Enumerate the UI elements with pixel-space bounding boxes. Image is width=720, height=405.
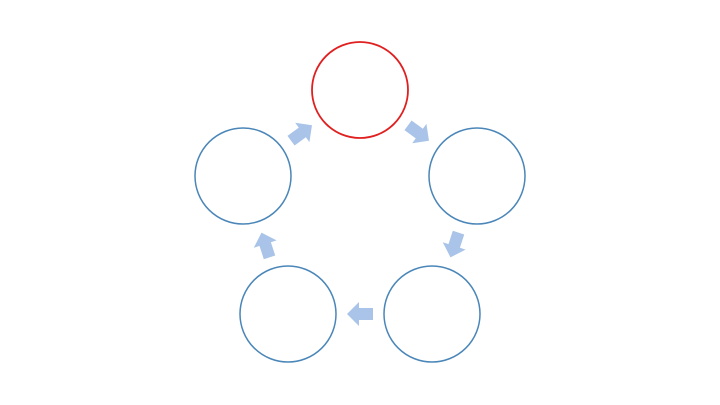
arrow-icon: [347, 302, 373, 326]
cycle-node: [239, 265, 337, 363]
arrow-icon: [404, 120, 429, 144]
arrow-icon: [442, 230, 466, 258]
highlighted-node-circle: [311, 41, 409, 139]
cycle-node: [311, 41, 409, 139]
cycle-node: [194, 127, 292, 225]
arrow-icon: [287, 122, 312, 146]
node-circle: [428, 127, 526, 225]
node-circle: [239, 265, 337, 363]
cycle-node: [428, 127, 526, 225]
connector-arrows: [253, 120, 466, 326]
arrow-icon: [253, 232, 277, 260]
cycle-nodes: [194, 41, 526, 363]
node-circle: [383, 265, 481, 363]
cycle-node: [383, 265, 481, 363]
node-circle: [194, 127, 292, 225]
